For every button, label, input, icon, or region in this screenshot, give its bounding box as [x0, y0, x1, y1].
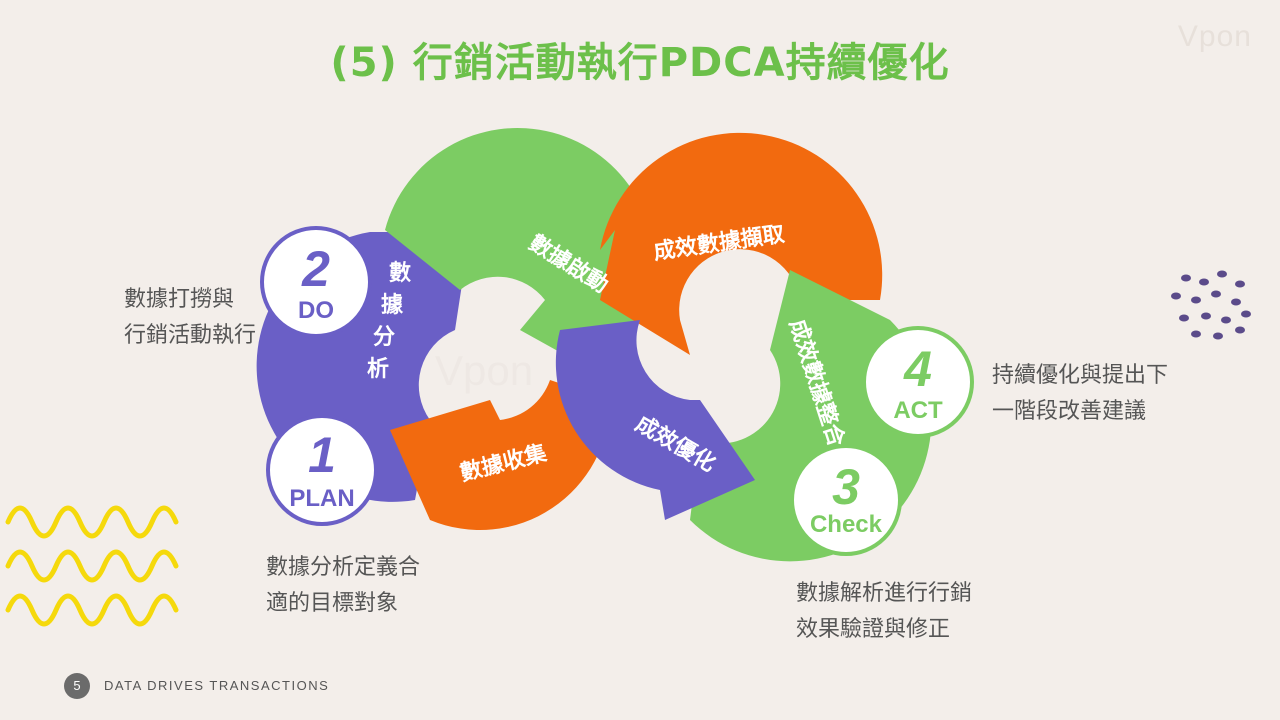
orange-arrow-bottom — [390, 380, 610, 530]
note-do: 數據打撈與 行銷活動執行 — [124, 287, 257, 348]
label-purple-left-1: 數 — [389, 261, 411, 286]
stage-do-label: DO — [298, 297, 334, 324]
note-plan: 數據分析定義合 適的目標對象 — [266, 555, 421, 616]
green-arrow-top — [385, 128, 655, 380]
stage-act-label: ACT — [893, 397, 943, 424]
page-number-badge: 5 — [64, 673, 90, 699]
stage-act-number: 4 — [903, 341, 932, 397]
note-act: 持續優化與提出下 一階段改善建議 — [992, 363, 1169, 424]
yellow-squiggle-decoration — [5, 505, 179, 627]
stage-plan-number: 1 — [308, 427, 336, 483]
purple-dots-decoration — [1171, 270, 1251, 340]
brand-logo: Vpon — [1177, 20, 1252, 53]
stage-check: 3 Check — [790, 444, 902, 556]
page-title: (5) 行銷活動執行PDCA持續優化 — [330, 40, 950, 86]
stage-do: 2 DO — [260, 226, 372, 338]
stage-act: 4 ACT — [862, 326, 974, 438]
label-purple-left-4: 析 — [367, 357, 389, 382]
watermark-text: Vpon — [435, 347, 533, 394]
stage-plan: 1 PLAN — [266, 414, 378, 526]
stage-do-number: 2 — [301, 241, 330, 297]
label-purple-left-2: 據 — [381, 293, 404, 318]
footer-tagline: DATA DRIVES TRANSACTIONS — [104, 678, 330, 693]
stage-check-label: Check — [810, 511, 883, 538]
stage-plan-label: PLAN — [289, 485, 354, 512]
stage-check-number: 3 — [832, 459, 860, 515]
note-check: 數據解析進行行銷 效果驗證與修正 — [796, 581, 973, 642]
purple-arrow-center — [555, 320, 755, 520]
label-purple-left-3: 分 — [373, 325, 395, 350]
